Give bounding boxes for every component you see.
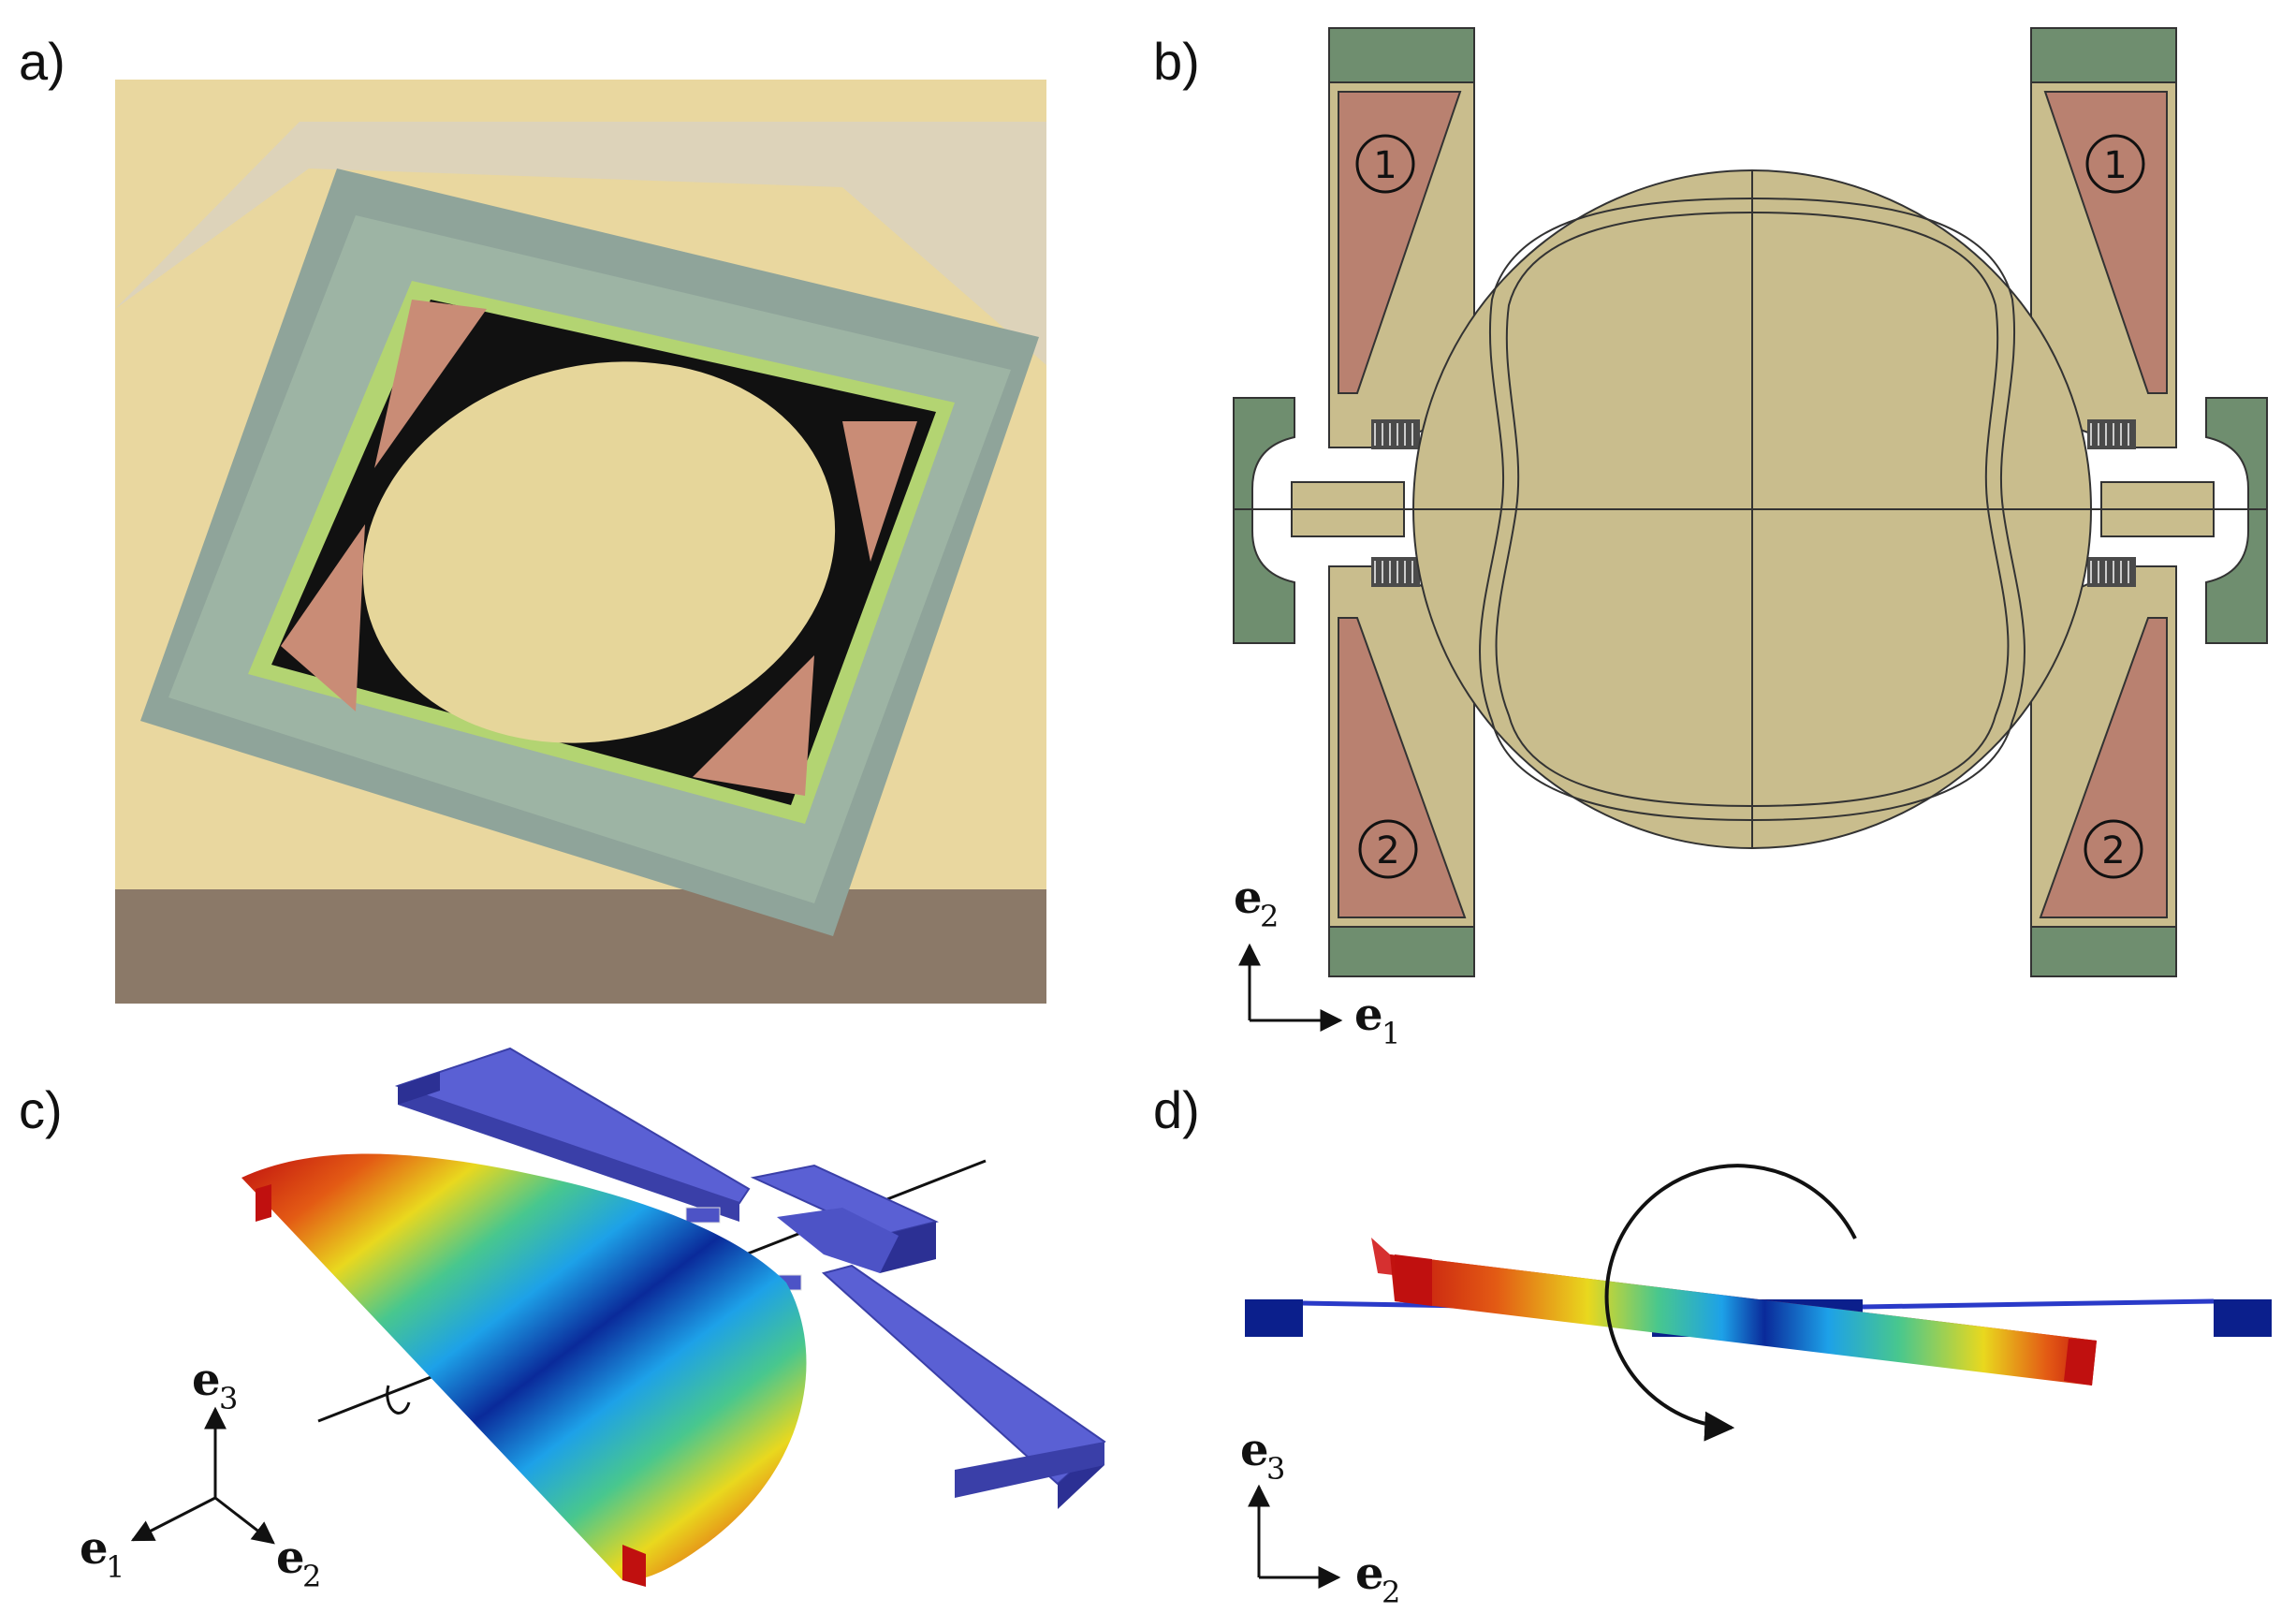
- svg-text:1: 1: [2103, 144, 2127, 187]
- panel-d: d) e 3 e 2: [1153, 1080, 2272, 1610]
- svg-text:1: 1: [1382, 1016, 1400, 1051]
- axis-indicator-c: e 3 e 1 e 2: [80, 1354, 321, 1594]
- photo-piezo-top-left: [374, 300, 487, 468]
- spring-bottom-right: [2087, 557, 2136, 587]
- anchor-bottom-left: [1328, 926, 1475, 977]
- panel-a: a): [19, 32, 1046, 1004]
- mirror-support-right: [622, 1545, 646, 1587]
- anchor-bottom-right: [2030, 926, 2177, 977]
- spring-c-upper: [685, 1207, 721, 1224]
- svg-text:2: 2: [1382, 1575, 1400, 1610]
- mirror-rib-left: [1395, 1254, 1432, 1306]
- panel-c: c) e 3 e 1 e: [19, 1047, 1106, 1594]
- svg-text:1: 1: [106, 1549, 124, 1585]
- svg-text:1: 1: [1373, 144, 1397, 187]
- svg-text:2: 2: [2101, 829, 2125, 872]
- rotation-arrow-d: [1604, 1164, 1857, 1442]
- spring-bottom-left: [1371, 557, 1420, 587]
- svg-text:3: 3: [219, 1381, 238, 1416]
- side-anchor-left: [1245, 1299, 1303, 1337]
- photo-piezo-top-right: [842, 421, 917, 562]
- axis-indicator-d: e 3 e 2: [1240, 1424, 1400, 1610]
- axis-label-e2-c: e: [276, 1532, 305, 1584]
- anchor-top-left: [1328, 27, 1475, 83]
- photo-mirror-plate: [362, 361, 836, 743]
- spring-top-left: [1371, 419, 1420, 449]
- marker-region-2-left: 2: [1358, 819, 1418, 879]
- axis-indicator-b: e 2 e 1: [1234, 872, 1400, 1051]
- anchor-left: [1233, 397, 1295, 644]
- svg-text:2: 2: [302, 1559, 321, 1594]
- panel-b: b) 1 1 2 2: [1153, 27, 2268, 1051]
- spring-top-right: [2087, 419, 2136, 449]
- rotation-indicator-c: [386, 1385, 411, 1415]
- svg-text:3: 3: [1266, 1451, 1285, 1487]
- side-anchor-right: [2214, 1299, 2272, 1337]
- axis-label-e3: e: [192, 1354, 221, 1406]
- panel-b-label: b): [1153, 32, 1200, 91]
- svg-text:2: 2: [1260, 899, 1279, 934]
- mirror-deformed: [241, 1153, 807, 1581]
- svg-text:2: 2: [1376, 829, 1399, 872]
- photo-piezo-bottom-right: [693, 655, 814, 796]
- axis-label-e1-c: e: [80, 1522, 109, 1575]
- photo-piezo-bottom-left: [281, 524, 365, 711]
- piezo-bottom-right: [2039, 617, 2168, 918]
- package-rim: [115, 122, 1046, 365]
- axis-label-e3-d: e: [1240, 1424, 1269, 1476]
- mirror-tilted: [1390, 1254, 2097, 1386]
- side-beam-right: [1862, 1298, 2215, 1310]
- marker-region-1-right: 1: [2085, 134, 2145, 194]
- mirror-support-left: [256, 1184, 271, 1222]
- marker-region-2-right: 2: [2084, 819, 2143, 879]
- cantilever-lower-foot: [955, 1442, 1104, 1498]
- panel-d-label: d): [1153, 1080, 1200, 1139]
- cantilever-upper-foot: [398, 1072, 440, 1105]
- marker-region-1-left: 1: [1355, 134, 1415, 194]
- piezo-bottom-left: [1338, 617, 1467, 918]
- photo-shadow: [115, 889, 1046, 1004]
- mirror-rib-right: [2064, 1339, 2097, 1386]
- center-anchor-body: [777, 1208, 899, 1273]
- panel-a-label: a): [19, 32, 66, 91]
- axis-label-e2: e: [1234, 872, 1263, 924]
- cantilever-upper-side: [398, 1086, 739, 1222]
- anchor-top-right: [2030, 27, 2177, 83]
- axis-label-e1: e: [1354, 989, 1383, 1041]
- piezo-top-left: [1338, 91, 1462, 394]
- anchor-right: [2205, 397, 2268, 644]
- piezo-top-right: [2043, 91, 2168, 394]
- panel-c-label: c): [19, 1080, 63, 1139]
- axis-label-e2-d: e: [1355, 1547, 1384, 1600]
